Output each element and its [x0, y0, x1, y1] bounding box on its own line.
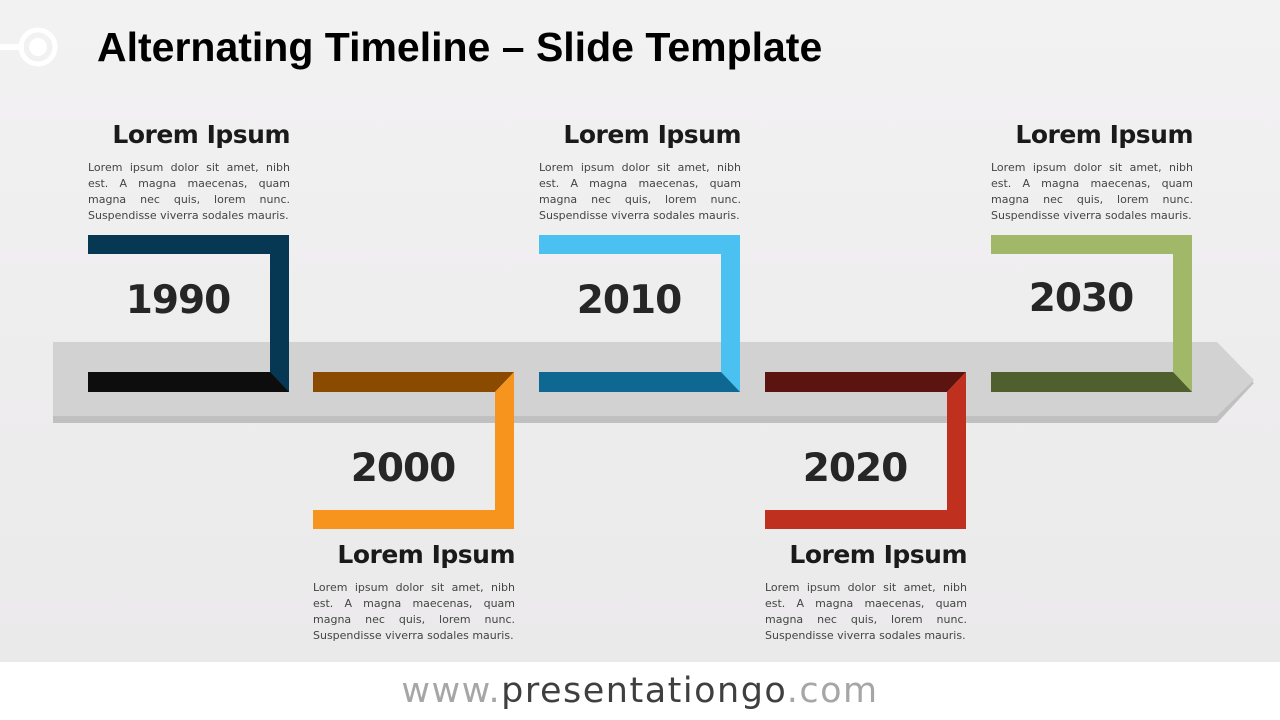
milestone-base-bar: [313, 372, 495, 392]
milestone-base-bar: [88, 372, 270, 392]
milestone-description: Lorem ipsum dolor sit amet, nibh est. A …: [539, 161, 741, 222]
milestone-heading: Lorem Ipsum: [1015, 120, 1193, 149]
slide-title: Alternating Timeline – Slide Template: [97, 24, 823, 70]
milestone-bracket: [88, 235, 289, 392]
milestone-description: Lorem ipsum dolor sit amet, nibh est. A …: [313, 581, 515, 642]
milestone-heading: Lorem Ipsum: [112, 120, 290, 149]
presentationgo-logo-icon: [0, 27, 58, 67]
slide-canvas: Alternating Timeline – Slide Template Lo…: [0, 0, 1280, 662]
footer-url-prefix: www.: [401, 671, 502, 711]
milestone-4-bracket: [765, 372, 966, 529]
milestone-base-bar: [991, 372, 1173, 392]
milestone-year: 2020: [802, 446, 909, 491]
milestone-bracket: [991, 235, 1192, 392]
milestone-base-bar: [765, 372, 947, 392]
milestone-year: 1990: [125, 278, 232, 323]
footer-website: www.presentationgo.com: [0, 662, 1280, 720]
milestone-heading: Lorem Ipsum: [789, 540, 967, 569]
footer-url-brand: presentationgo: [501, 671, 787, 711]
milestone-bracket: [313, 372, 514, 529]
milestone-bracket: [765, 372, 966, 529]
milestone-1-bracket: [88, 235, 289, 392]
timeline-graphic: [53, 235, 1254, 529]
milestone-year: 2030: [1028, 276, 1135, 321]
milestone-heading: Lorem Ipsum: [563, 120, 741, 149]
milestone-5-bracket: [991, 235, 1192, 392]
milestone-bracket: [539, 235, 740, 392]
milestone-base-bar: [539, 372, 721, 392]
milestone-heading: Lorem Ipsum: [337, 540, 515, 569]
milestone-2-bracket: [313, 372, 514, 529]
milestone-year: 2010: [576, 278, 683, 323]
footer-url-suffix: .com: [786, 671, 879, 711]
milestone-3-bracket: [539, 235, 740, 392]
milestone-year: 2000: [350, 446, 457, 491]
milestone-description: Lorem ipsum dolor sit amet, nibh est. A …: [991, 161, 1193, 222]
milestone-description: Lorem ipsum dolor sit amet, nibh est. A …: [88, 161, 290, 222]
milestone-description: Lorem ipsum dolor sit amet, nibh est. A …: [765, 581, 967, 642]
